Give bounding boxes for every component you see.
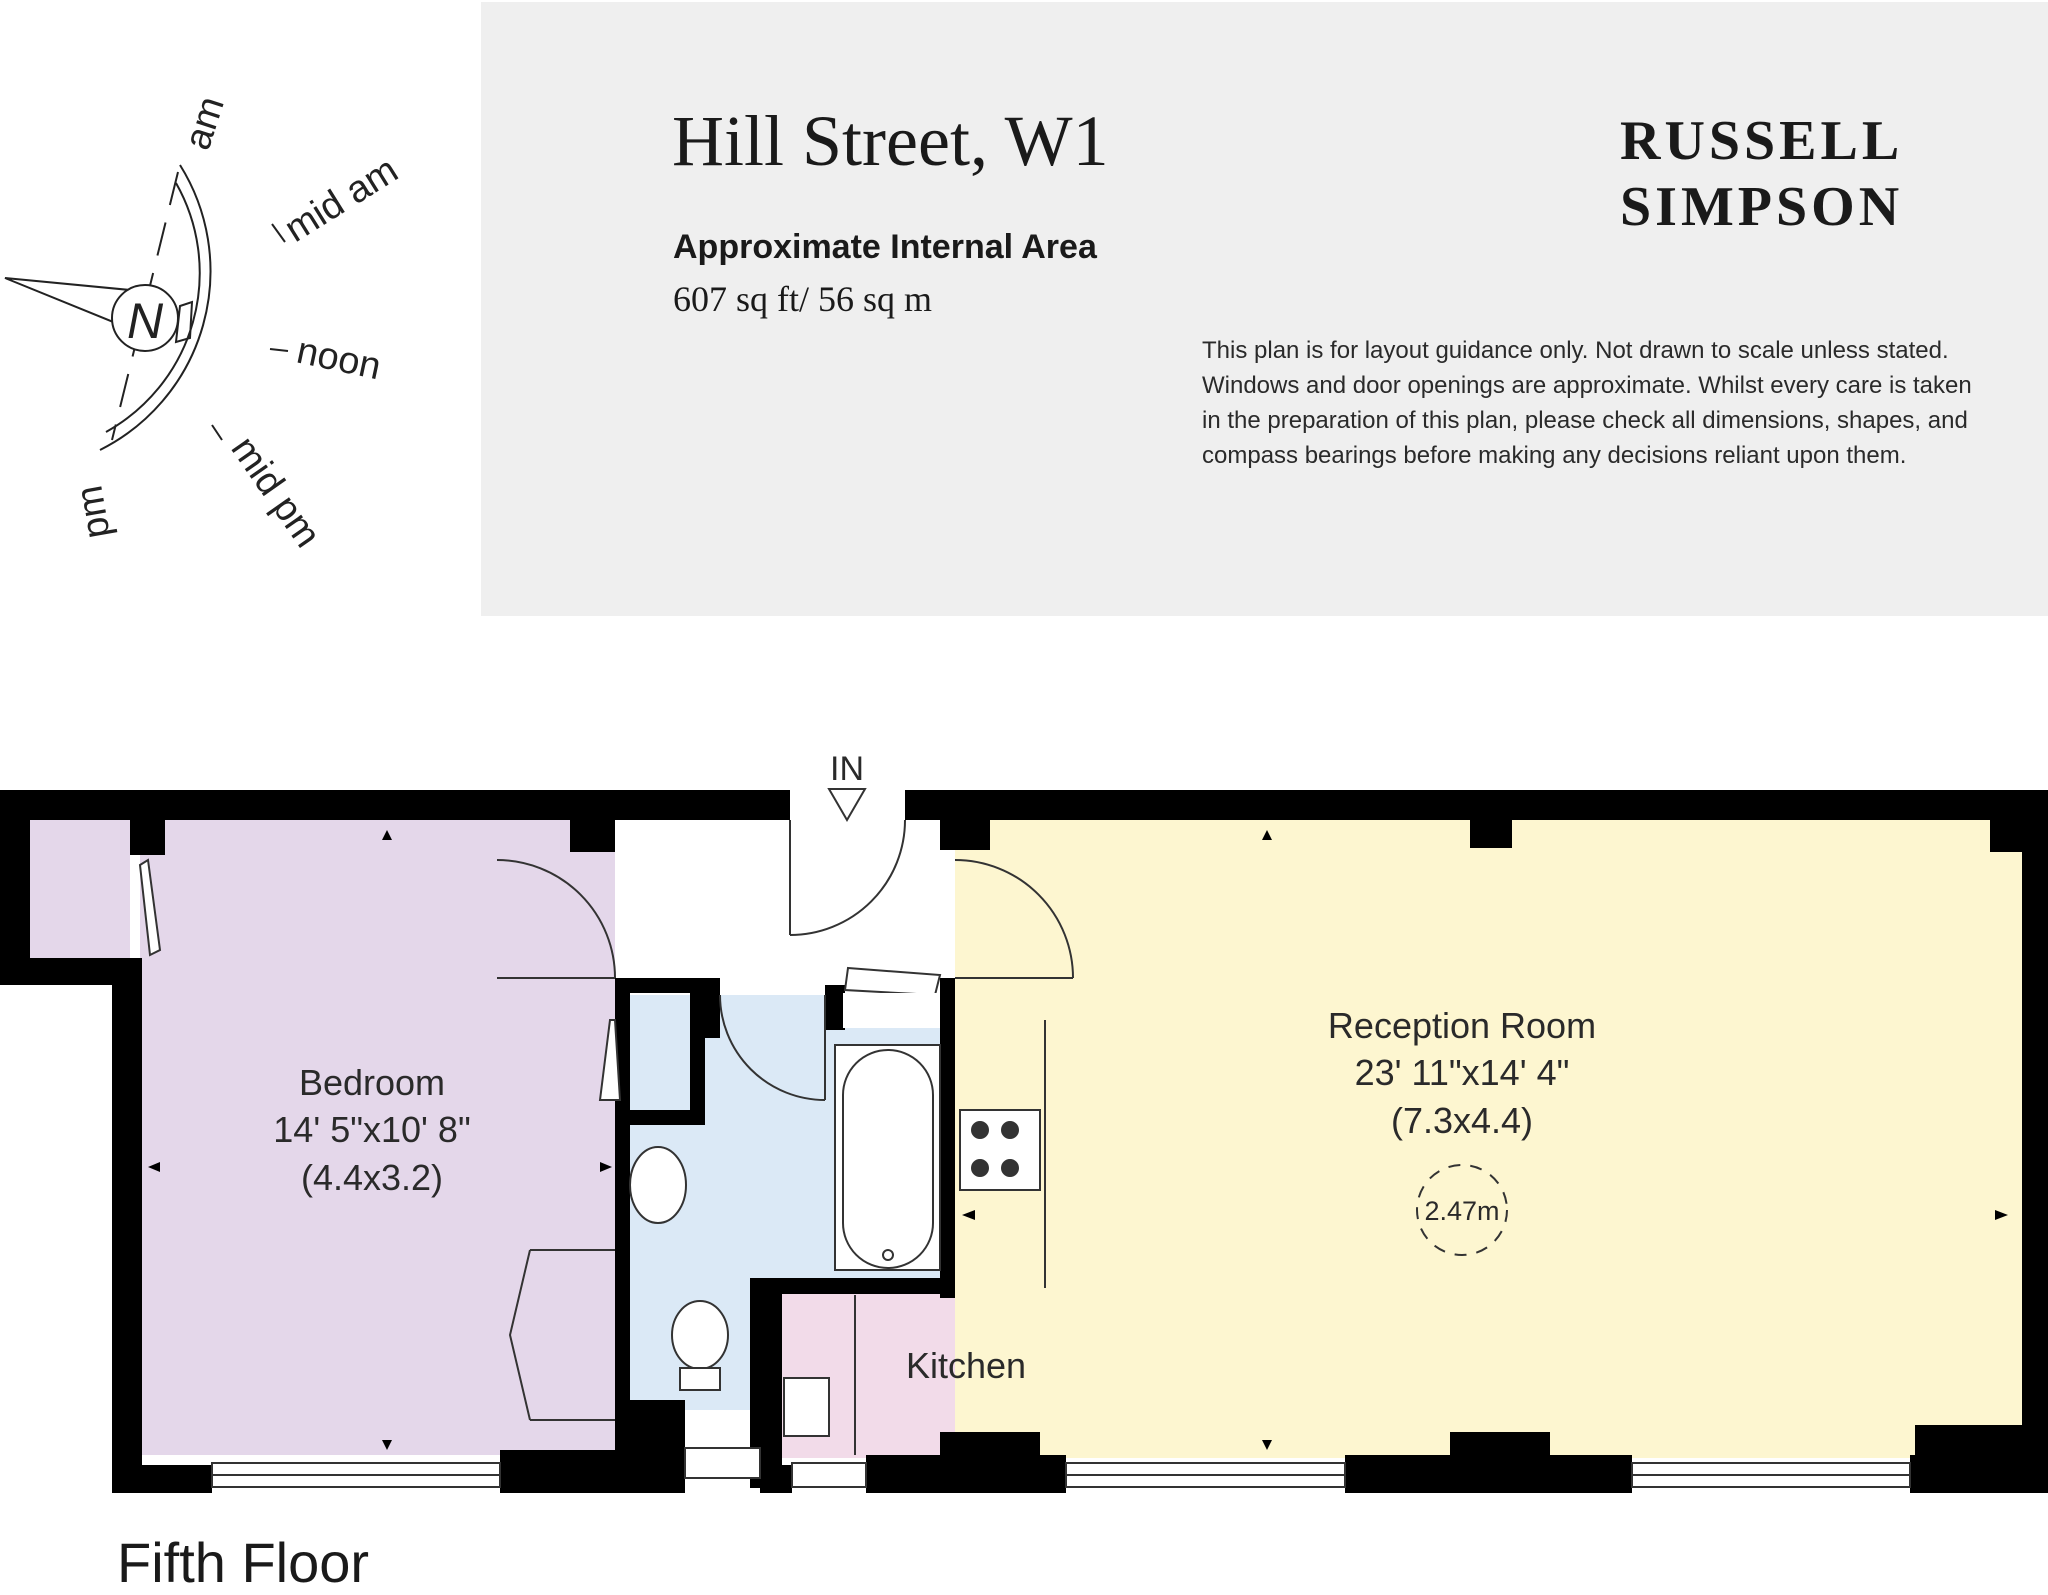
floor-label: Fifth Floor bbox=[117, 1531, 370, 1594]
toilet-bowl bbox=[671, 1300, 729, 1370]
bedroom-door-swing bbox=[496, 859, 616, 979]
kitchen-sink bbox=[783, 1377, 830, 1437]
pillar-bedroom-top bbox=[570, 820, 615, 852]
reception-dimensions: 23' 11"x14' 4" bbox=[1355, 1052, 1570, 1093]
wall-closet-east bbox=[690, 978, 705, 1125]
pillar-reception-top bbox=[1470, 820, 1512, 848]
wardrobe-door bbox=[508, 1249, 531, 1421]
compass-label-noon: noon bbox=[293, 330, 384, 389]
room-fills bbox=[30, 820, 2030, 1458]
wall-right bbox=[2022, 790, 2048, 1493]
arrow-bed-top bbox=[382, 830, 392, 840]
window-bathroom bbox=[684, 1447, 761, 1479]
arrow-bed-left bbox=[148, 1162, 160, 1172]
wall-bath-top bbox=[705, 978, 720, 1038]
window-kitchen bbox=[791, 1462, 867, 1488]
arrow-bed-right bbox=[600, 1162, 612, 1172]
bathroom-door-swing bbox=[719, 994, 826, 1101]
kitchen-name: Kitchen bbox=[906, 1345, 1026, 1386]
bathroom-fixtures bbox=[629, 1044, 941, 1391]
compass-axis bbox=[111, 171, 179, 441]
compass-dial bbox=[111, 284, 179, 352]
disclaimer-text: This plan is for layout guidance only. N… bbox=[1202, 337, 1972, 469]
compass: N am mid am noon mid pm pm bbox=[4, 92, 406, 555]
brand-line-1: RUSSELL bbox=[1620, 110, 1904, 172]
brand-logo: RUSSELL SIMPSON bbox=[1620, 108, 1903, 240]
compass-label-mid-am: mid am bbox=[278, 149, 406, 251]
windows bbox=[211, 1447, 1911, 1488]
sun-arc-outer bbox=[99, 164, 212, 451]
pillar-bottom-mid bbox=[1450, 1432, 1550, 1462]
hob-burner-4 bbox=[1001, 1159, 1019, 1177]
area-value: 607 sq ft/ 56 sq m bbox=[673, 279, 933, 319]
toilet-cistern bbox=[679, 1367, 721, 1391]
pillar-bay-1 bbox=[130, 820, 165, 855]
reception-name: Reception Room bbox=[1328, 1005, 1596, 1046]
arrow-rec-bottom bbox=[1262, 1440, 1272, 1450]
wall-top-left bbox=[0, 790, 790, 820]
arrow-rec-top bbox=[1262, 830, 1272, 840]
arrow-rec-right bbox=[1995, 1210, 2008, 1220]
tick-mid-am bbox=[271, 223, 286, 243]
pillar-bottom-kitchen bbox=[940, 1432, 1040, 1462]
closet-door bbox=[598, 1019, 622, 1101]
wall-kitchen-top bbox=[750, 1278, 955, 1294]
reception-metric: (7.3x4.4) bbox=[1391, 1100, 1533, 1141]
wall-bath-bottom bbox=[630, 1400, 685, 1465]
compass-label-pm: pm bbox=[68, 482, 119, 541]
arrow-rec-left bbox=[962, 1210, 975, 1220]
wall-bay-left bbox=[0, 790, 30, 985]
wall-closet-top bbox=[615, 978, 705, 993]
compass-label-mid-pm: mid pm bbox=[223, 429, 329, 555]
bathtub-basin bbox=[842, 1049, 934, 1269]
entrance-door-swing bbox=[789, 819, 906, 936]
wash-basin bbox=[629, 1146, 687, 1224]
kitchen-fixtures bbox=[783, 1020, 1046, 1455]
hob-burner-2 bbox=[1001, 1121, 1019, 1139]
compass-label-am: am bbox=[177, 92, 233, 155]
hob-burner-3 bbox=[971, 1159, 989, 1177]
area-label: Approximate Internal Area bbox=[673, 228, 1097, 266]
wall-hall-stub bbox=[825, 985, 845, 1030]
ceiling-height-label: 2.47m bbox=[1424, 1196, 1499, 1226]
brand-line-2: SIMPSON bbox=[1620, 176, 1904, 238]
wall-closet-bottom bbox=[615, 1110, 705, 1125]
bedroom-name: Bedroom bbox=[299, 1062, 445, 1103]
tick-noon bbox=[269, 348, 289, 352]
bedroom-metric: (4.4x3.2) bbox=[301, 1157, 443, 1198]
hob bbox=[959, 1109, 1041, 1191]
wall-kitchen-west bbox=[940, 978, 955, 1298]
pillar-top-right bbox=[1990, 820, 2022, 852]
bedroom-dimensions: 14' 5"x10' 8" bbox=[273, 1109, 470, 1150]
wall-left bbox=[112, 958, 142, 1493]
arrow-bed-bottom bbox=[382, 1440, 392, 1450]
header-panel bbox=[481, 2, 2048, 616]
pillar-bottom-right bbox=[1915, 1425, 2025, 1465]
entrance-label: IN bbox=[830, 750, 864, 788]
pillar-hall-top bbox=[940, 820, 990, 850]
wall-top-right bbox=[905, 790, 2048, 820]
hallway-fill bbox=[615, 820, 955, 995]
bathtub-drain bbox=[882, 1249, 894, 1261]
compass-north-label: N bbox=[127, 293, 164, 349]
wall-bottom-1 bbox=[112, 1465, 212, 1493]
hall-cupboard bbox=[843, 993, 940, 1028]
ceiling-height-circle bbox=[1416, 1164, 1508, 1256]
entrance-arrow-icon bbox=[827, 788, 867, 822]
bay-door bbox=[138, 858, 162, 957]
property-title: Hill Street, W1 bbox=[672, 101, 1109, 181]
reception-fill bbox=[955, 820, 2030, 1458]
tick-mid-pm bbox=[211, 424, 223, 441]
hob-burner-1 bbox=[971, 1121, 989, 1139]
dimension-arrows bbox=[148, 830, 2008, 1450]
bedroom-bay-fill bbox=[30, 820, 130, 958]
sun-arc-inner bbox=[105, 182, 201, 433]
reception-door-swing bbox=[954, 859, 1074, 979]
bedroom-fill bbox=[140, 820, 615, 1455]
compass-tail bbox=[174, 300, 194, 344]
